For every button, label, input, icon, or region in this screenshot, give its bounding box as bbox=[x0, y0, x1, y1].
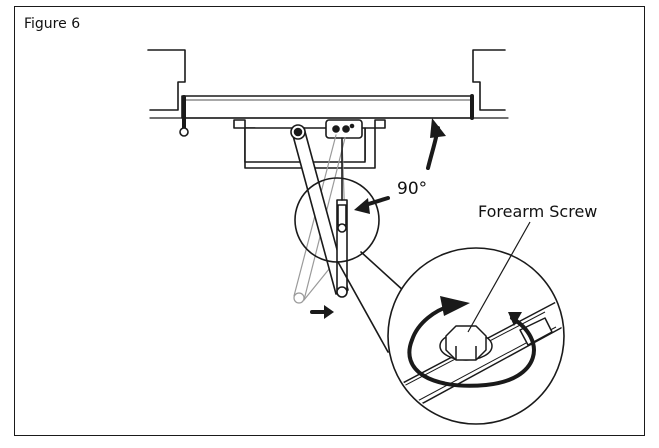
angle-label: 90° bbox=[397, 179, 428, 199]
magnifier-circle bbox=[294, 177, 380, 263]
rotation-arrow-icon bbox=[407, 304, 536, 388]
zoom-detail bbox=[390, 299, 562, 421]
figure-title: Figure 6 bbox=[24, 16, 81, 32]
callout-leader bbox=[467, 221, 531, 333]
door-header bbox=[181, 95, 473, 119]
rotation-arrowhead bbox=[440, 296, 470, 316]
frame-right bbox=[472, 49, 506, 111]
forearm-screw-label: Forearm Screw bbox=[478, 202, 598, 221]
frame-left bbox=[147, 49, 186, 111]
